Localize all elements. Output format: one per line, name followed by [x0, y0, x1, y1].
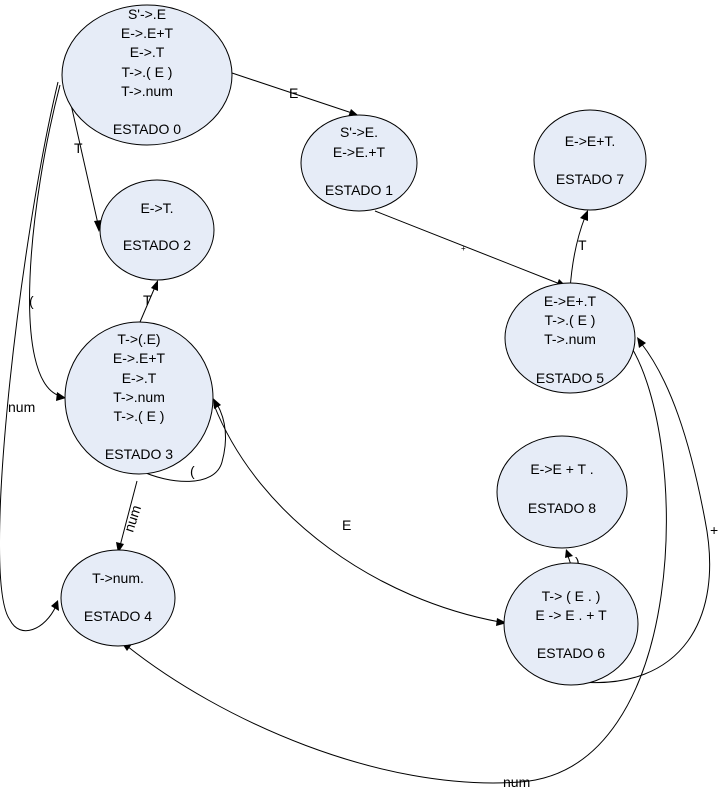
edge-label-s6-s5: + [710, 522, 718, 538]
state-5-item-2: T->.( E ) [545, 312, 596, 328]
edge-s3-s2: T [139, 280, 158, 323]
state-0-item-1: S'->.E [128, 6, 166, 22]
state-7: E->E+T. ESTADO 7 [533, 109, 647, 211]
edge-s0-s4: num [0, 81, 59, 632]
state-6-label: ESTADO 6 [537, 645, 605, 661]
edge-label-s3-s2: T [143, 292, 152, 308]
state-0-item-4: T->.( E ) [122, 64, 173, 80]
edge-label-s0-s3: ( [29, 293, 34, 309]
state-8: E->E + T . ESTADO 8 [496, 435, 628, 549]
edge-label-s1-s5: + [461, 244, 466, 253]
edge-s5-s7: T [569, 210, 588, 291]
state-4: T->num. ESTADO 4 [60, 549, 176, 647]
state-3-item-1: T->(.E) [117, 331, 160, 347]
state-1-item-1: S'->E. [340, 124, 378, 140]
edge-s3-s4: num [116, 480, 144, 553]
state-5-item-1: E->E+.T [544, 293, 597, 309]
edge-label-s0-s1: E [289, 85, 298, 101]
edge-s1-s5: + [374, 210, 567, 287]
state-3-item-4: T->.num [113, 389, 165, 405]
state-2-item-1: E->T. [140, 200, 173, 216]
edge-label-s3-s6: E [342, 517, 351, 533]
edge-label-s5-s7: T [578, 237, 587, 253]
state-0-item-5: T->.num [121, 83, 173, 99]
state-6: T-> ( E . ) E -> E . + T ESTADO 6 [503, 562, 639, 686]
state-5-label: ESTADO 5 [536, 370, 604, 386]
state-0: S'->.E E->.E+T E->.T T->.( E ) T->.num E… [61, 4, 233, 146]
state-3-item-5: T->.( E ) [114, 408, 165, 424]
edge-label-s3-s4: num [120, 503, 144, 534]
state-6-item-1: T-> ( E . ) [542, 588, 601, 604]
edge-label-s0-s4: num [8, 399, 35, 415]
state-8-item-1: E->E + T . [530, 461, 593, 477]
state-0-item-3: E->.T [130, 44, 165, 60]
state-5: E->E+.T T->.( E ) T->.num ESTADO 5 [504, 282, 636, 394]
state-0-item-2: E->.E+T [121, 25, 174, 41]
state-0-label: ESTADO 0 [113, 121, 181, 137]
state-7-item-1: E->E+T. [565, 133, 616, 149]
state-3-item-2: E->.E+T [113, 350, 166, 366]
edge-s6-s5: + [579, 337, 718, 684]
state-2: E->T. ESTADO 2 [99, 179, 215, 281]
edge-label-s5-s4: num [503, 774, 530, 790]
state-4-item-1: T->num. [92, 570, 144, 586]
state-1-item-2: E->E.+T [333, 144, 386, 160]
state-2-label: ESTADO 2 [123, 237, 191, 253]
edge-label-s6-s8: ) [575, 554, 580, 570]
edge-s0-s1: E [231, 72, 359, 117]
state-3: T->(.E) E->.E+T E->.T T->.num T->.( E ) … [64, 321, 214, 475]
state-6-item-2: E -> E . + T [535, 607, 607, 623]
state-1-label: ESTADO 1 [325, 182, 393, 198]
state-8-label: ESTADO 8 [528, 500, 596, 516]
state-3-label: ESTADO 3 [105, 446, 173, 462]
edge-s0-s3: ( [29, 84, 66, 401]
edge-s3-s6: E [213, 404, 507, 626]
state-1: S'->E. E->E.+T ESTADO 1 [300, 114, 418, 212]
state-3-item-3: E->.T [122, 370, 157, 386]
edge-label-s3-s3: ( [190, 463, 195, 479]
state-4-label: ESTADO 4 [84, 608, 152, 624]
state-5-item-3: T->.num [544, 331, 596, 347]
state-7-label: ESTADO 7 [556, 171, 624, 187]
edge-label-s0-s2: T [74, 140, 83, 156]
